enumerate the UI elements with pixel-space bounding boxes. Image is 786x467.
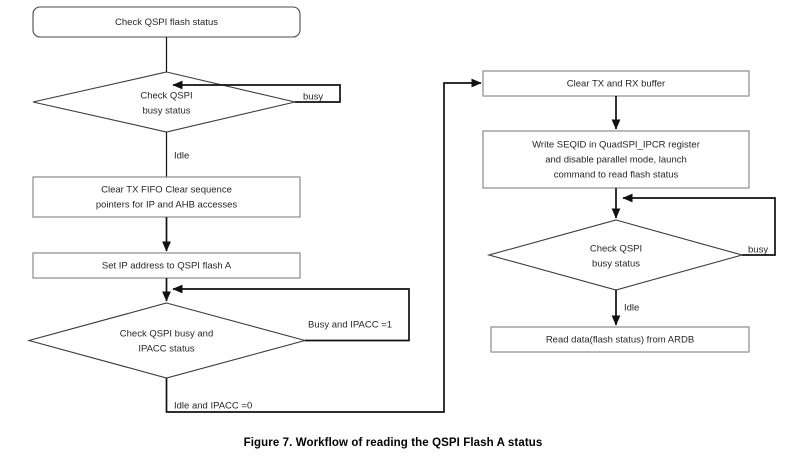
clear-fifo-shape bbox=[32, 176, 301, 218]
clear-buffers-shape bbox=[482, 70, 750, 97]
edge-label-busy-2: busy bbox=[748, 245, 768, 256]
clear-fifo-label-line2: pointers for IP and AHB accesses bbox=[96, 200, 238, 211]
decision1-shape bbox=[32, 71, 296, 133]
decision3-label-line2: busy status bbox=[592, 259, 640, 270]
decision2-shape bbox=[26, 302, 308, 379]
decision3-shape bbox=[486, 219, 745, 291]
start-node-label: Check QSPI flash status bbox=[115, 17, 218, 28]
node-decision-check-qspi-busy-status-1: Check QSPI busy status bbox=[32, 71, 296, 133]
read-data-label: Read data(flash status) from ARDB bbox=[546, 335, 694, 346]
decision3-label-line1: Check QSPI bbox=[590, 244, 642, 255]
node-decision-check-qspi-busy-status-2: Check QSPI busy status bbox=[486, 219, 745, 291]
write-seqid-label-line3: command to read flash status bbox=[554, 170, 679, 181]
node-read-data: Read data(flash status) from ARDB bbox=[490, 326, 750, 353]
node-write-seqid: Write SEQID in QuadSPI_IPCR register and… bbox=[482, 130, 750, 189]
decision2-label-line2: IPACC status bbox=[138, 344, 195, 355]
write-seqid-shape bbox=[482, 130, 750, 189]
edge-label-idle-ipacc: Idle and IPACC =0 bbox=[174, 401, 252, 412]
edge-busy-loop-1 bbox=[172, 80, 341, 103]
node-set-ip-address: Set IP address to QSPI flash A bbox=[32, 252, 301, 279]
set-ip-address-label: Set IP address to QSPI flash A bbox=[102, 261, 232, 272]
edge-label-busy-1: busy bbox=[303, 92, 323, 103]
edge-label-idle-1: Idle bbox=[174, 151, 189, 162]
write-seqid-label-line2: and disable parallel mode, launch bbox=[545, 155, 687, 166]
edge-busy-ipacc-loop bbox=[172, 284, 410, 342]
node-clear-tx-rx-buffer: Clear TX and RX buffer bbox=[482, 70, 750, 97]
node-decision-check-qspi-busy-ipacc: Check QSPI busy and IPACC status bbox=[26, 302, 308, 379]
flowchart-diagram: Check QSPI flash status Check QSPI busy … bbox=[26, 6, 776, 413]
node-check-qspi-flash-status: Check QSPI flash status bbox=[32, 6, 301, 38]
decision2-label-line1: Check QSPI busy and bbox=[120, 329, 213, 340]
decision1-label-line2: busy status bbox=[142, 106, 190, 117]
edge-idle-ipacc-to-clear-buffers bbox=[165, 78, 482, 413]
edge-label-idle-2: Idle bbox=[624, 303, 639, 314]
read-data-shape bbox=[490, 326, 750, 353]
figure-caption: Figure 7. Workflow of reading the QSPI F… bbox=[243, 437, 543, 449]
clear-fifo-label-line1: Clear TX FIFO Clear sequence bbox=[101, 185, 232, 196]
write-seqid-label-line1: Write SEQID in QuadSPI_IPCR register bbox=[532, 140, 700, 151]
decision1-label-line1: Check QSPI bbox=[140, 91, 192, 102]
clear-buffers-label: Clear TX and RX buffer bbox=[567, 79, 665, 90]
node-clear-tx-fifo: Clear TX FIFO Clear sequence pointers fo… bbox=[32, 176, 301, 218]
edge-busy-loop-2 bbox=[622, 193, 776, 256]
edge-label-busy-ipacc: Busy and IPACC =1 bbox=[308, 320, 392, 331]
